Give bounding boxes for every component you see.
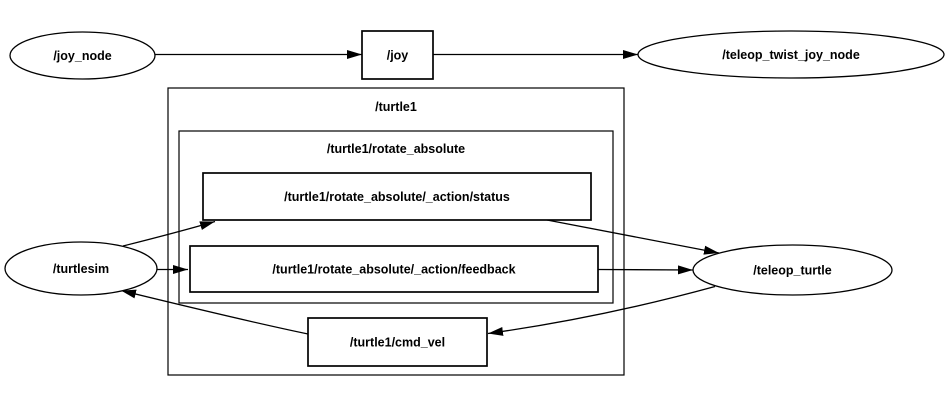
topic-box-rotate-absolute-action-status (202, 172, 592, 221)
group-box-rotate-absolute (178, 130, 614, 304)
topic-label-rotate-absolute-action-feedback: /turtle1/rotate_absolute/_action/feedbac… (272, 263, 515, 277)
node-ellipse-joy-node (9, 31, 156, 80)
edge-status-to-teleop-turtle (546, 219, 720, 255)
group-label-turtle1: /turtle1 (375, 100, 417, 114)
group-box-turtle1 (167, 87, 625, 376)
edge-teleop-turtle-to-cmd-vel (487, 285, 716, 336)
topic-box-rotate-absolute-action-feedback (189, 245, 599, 293)
topic-label-joy: /joy (387, 49, 409, 63)
edge-cmd-vel-to-turtlesim (120, 289, 309, 335)
node-ellipse-teleop-twist-joy-node (637, 30, 945, 79)
node-ellipse-teleop-turtle (692, 244, 893, 296)
topic-box-cmd-vel (307, 317, 488, 367)
edge-turtlesim-to-status (122, 220, 216, 247)
topic-label-rotate-absolute-action-status: /turtle1/rotate_absolute/_action/status (284, 190, 510, 204)
edge-feedback-to-teleop-turtle (597, 265, 694, 275)
topic-label-cmd-vel: /turtle1/cmd_vel (350, 336, 445, 350)
node-ellipse-turtlesim (4, 241, 158, 296)
node-label-joy-node: /joy_node (53, 49, 111, 63)
node-label-teleop-twist-joy-node: /teleop_twist_joy_node (722, 48, 860, 62)
group-label-rotate-absolute: /turtle1/rotate_absolute (327, 142, 465, 156)
topic-box-joy (361, 30, 434, 80)
node-label-teleop-turtle: /teleop_turtle (753, 264, 832, 278)
node-label-turtlesim: /turtlesim (53, 262, 109, 276)
